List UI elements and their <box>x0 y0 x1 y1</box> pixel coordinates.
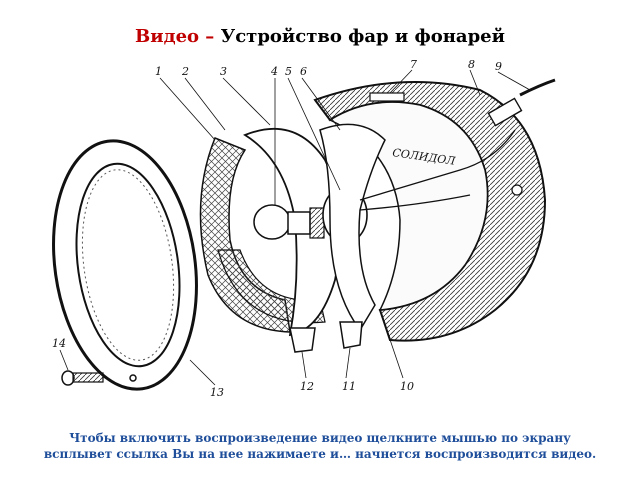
caption-line-1: Чтобы включить воспроизведение видео щел… <box>69 431 571 445</box>
part-label-6: 6 <box>300 65 307 78</box>
part-label-2: 2 <box>181 65 189 78</box>
headlight-rim <box>52 139 198 391</box>
mounting-ring <box>319 123 386 332</box>
part-label-5: 5 <box>285 65 292 78</box>
part-label-7: 7 <box>410 60 417 71</box>
part-label-12: 12 <box>300 380 314 393</box>
part-label-4: 4 <box>270 65 278 78</box>
clamps <box>289 321 363 353</box>
part-label-9: 9 <box>495 60 502 73</box>
page-title: Видео – Устройство фар и фонарей <box>0 26 640 47</box>
screw <box>61 370 104 386</box>
part-label-13: 13 <box>210 386 224 399</box>
title-prefix: Видео – <box>135 26 215 47</box>
part-label-3: 3 <box>220 65 227 78</box>
caption-line-2: всплывет ссылка Вы на нее нажимаете и… н… <box>43 447 597 461</box>
part-label-11: 11 <box>342 380 356 393</box>
headlight-diagram[interactable]: СОЛИДОЛ 1 <box>40 60 600 410</box>
headlight-housing: СОЛИДОЛ <box>313 81 547 342</box>
wiring <box>359 78 556 211</box>
part-labels: 1 2 3 4 5 6 7 8 9 10 11 12 13 14 <box>52 60 502 399</box>
part-label-1: 1 <box>155 65 162 78</box>
title-text: Устройство фар и фонарей <box>220 26 505 47</box>
bulb <box>253 204 325 240</box>
reflector <box>243 127 342 337</box>
part-label-14: 14 <box>52 337 66 350</box>
leader-lines <box>59 69 531 386</box>
part-label-10: 10 <box>400 380 414 393</box>
video-instructions: Чтобы включить воспроизведение видео щел… <box>0 430 640 462</box>
part-label-8: 8 <box>468 60 475 71</box>
